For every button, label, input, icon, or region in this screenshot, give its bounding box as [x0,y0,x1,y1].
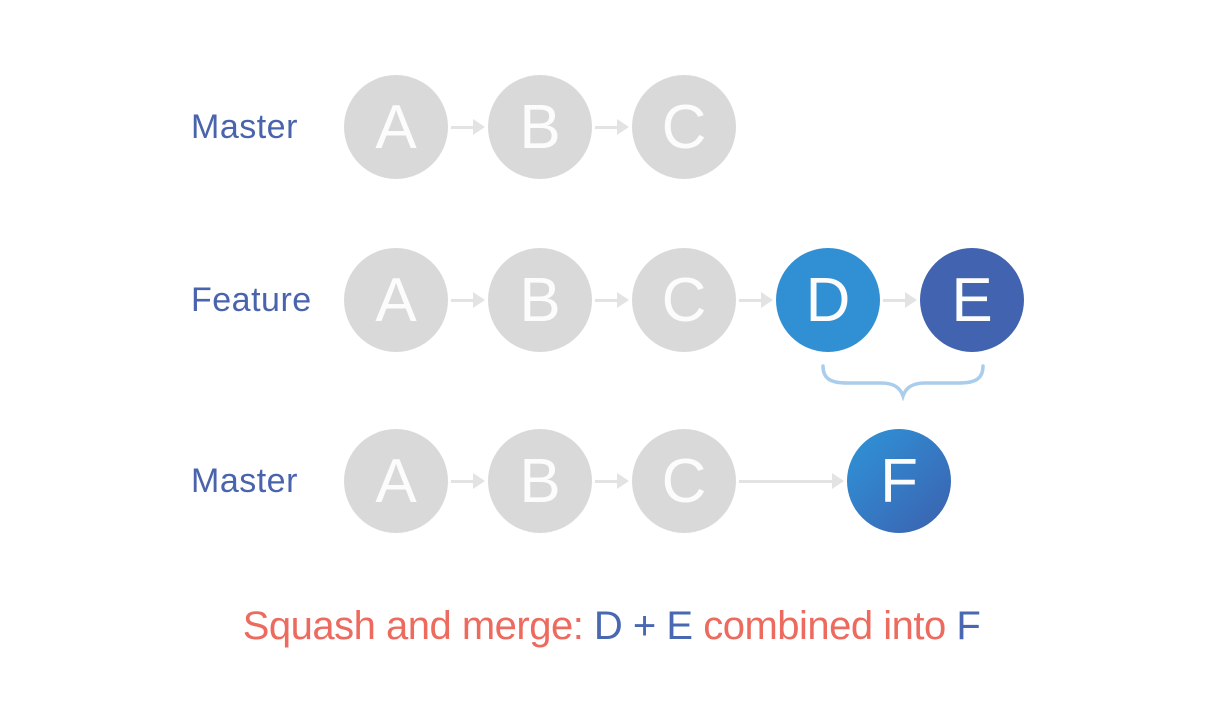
arrow-right-icon [736,429,847,533]
commit-node-e: E [920,248,1024,352]
arrow-right-icon [736,248,776,352]
commit-letter: B [519,265,561,335]
commit-letter: B [519,446,561,516]
arrow-right-icon [592,248,632,352]
branch-label-feature: Feature [191,280,312,319]
caption-text-f: F [956,604,981,648]
commit-node-d: D [776,248,880,352]
commit-chain: A B C D E [344,248,1024,352]
commit-letter: C [661,265,707,335]
arrow-right-icon [592,429,632,533]
commit-row-master-top: Master A B C [0,75,1223,179]
commit-node-a: A [344,248,448,352]
commit-node-b: B [488,429,592,533]
commit-letter: A [375,92,417,162]
commit-letter: E [951,265,993,335]
arrow-right-icon [880,248,920,352]
arrow-right-icon [448,429,488,533]
commit-node-f: F [847,429,951,533]
commit-chain: A B C F [344,429,951,533]
caption-text: Squash and merge: [242,604,594,648]
arrow-right-icon [592,75,632,179]
commit-node-a: A [344,75,448,179]
commit-letter: F [880,446,918,516]
commit-letter: A [375,265,417,335]
branch-label-master-bottom: Master [191,461,298,500]
commit-row-feature: Feature A B C D E [0,248,1223,352]
commit-node-a: A [344,429,448,533]
commit-letter: B [519,92,561,162]
commit-letter: D [805,265,851,335]
commit-node-c: C [632,75,736,179]
commit-letter: C [661,92,707,162]
caption: Squash and merge: D + E combined into F [0,604,1223,649]
commit-row-master-bottom: Master A B C F [0,429,1223,533]
commit-node-c: C [632,429,736,533]
commit-node-b: B [488,248,592,352]
commit-node-b: B [488,75,592,179]
caption-text: combined into [692,604,957,648]
arrow-right-icon [448,248,488,352]
commit-letter: C [661,446,707,516]
commit-node-c: C [632,248,736,352]
commit-chain: A B C [344,75,736,179]
branch-label-master-top: Master [191,107,298,146]
commit-letter: A [375,446,417,516]
caption-text-d-plus-e: D + E [593,604,693,648]
brace-icon [821,364,985,401]
arrow-right-icon [448,75,488,179]
